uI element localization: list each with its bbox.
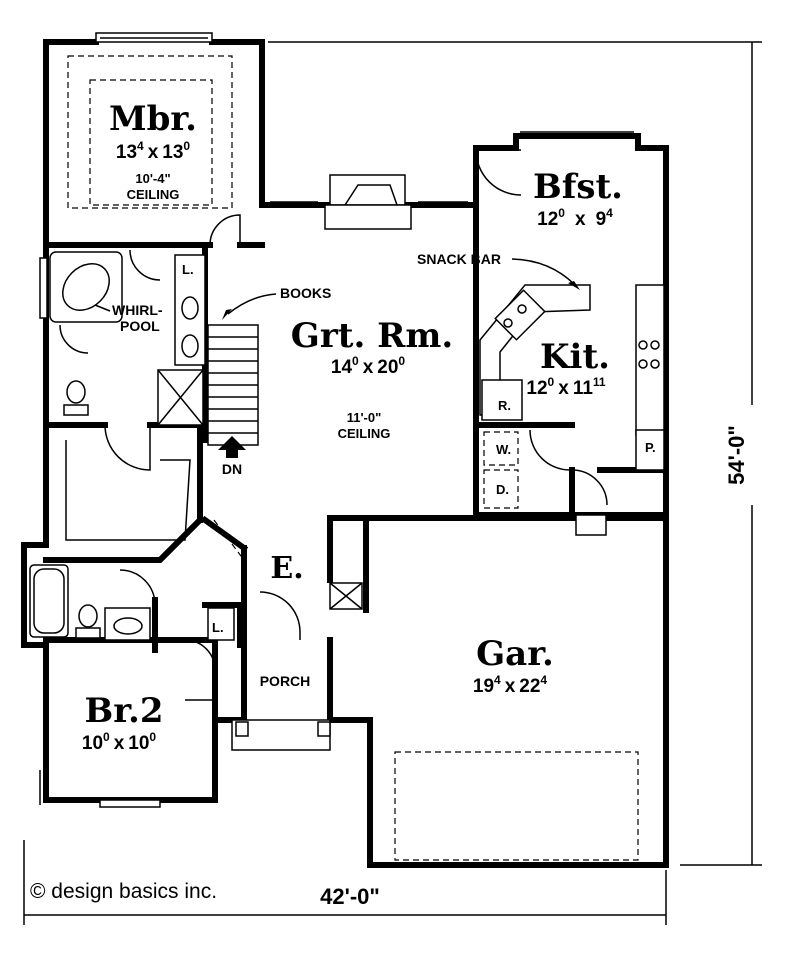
snack-bar-label: SNACK BAR [417,251,501,267]
copyright-text: © design basics inc. [30,880,217,903]
dimension-depth-label: 54'-0" [724,425,749,485]
ceiling-height-mbr: 10'-4" [135,171,170,186]
washer-label: W. [496,442,511,457]
stairs [207,324,259,446]
linen-label-mbr: L. [182,262,194,277]
room-name-entry: E. [270,551,303,586]
room-name-porch: PORCH [260,673,311,689]
dashed-lines [67,55,639,861]
linen-label-hall: L. [212,620,224,635]
room-name-bfst: Bfst. [533,167,623,207]
room-name-grtrm: Grt. Rm. [291,316,453,356]
refrigerator-label: R. [498,398,511,413]
dimension-width-label: 42'-0" [320,884,380,909]
ceiling-label-mbr: CEILING [127,187,180,202]
ceiling-label-grtrm: CEILING [338,426,391,441]
whirlpool-label-line-1: WHIRL- [112,302,163,318]
whirlpool-label-line-2: POOL [120,318,160,334]
room-name-gar: Gar. [476,634,554,674]
stairs-down-label: DN [222,461,242,477]
room-name-kit: Kit. [540,337,610,377]
dimension-depth: 54'-0" [268,41,769,866]
dimension-width: 42'-0" [23,840,667,925]
pantry-label: P. [645,440,656,455]
down-arrow-icon [218,436,246,458]
room-name-mbr: Mbr. [109,99,197,139]
fixtures [29,251,665,751]
door-swings [59,149,608,701]
dryer-label: D. [496,482,509,497]
books-label: BOOKS [280,285,331,301]
ceiling-height-grtrm: 11'-0" [347,410,382,425]
room-name-br2: Br.2 [84,691,163,731]
